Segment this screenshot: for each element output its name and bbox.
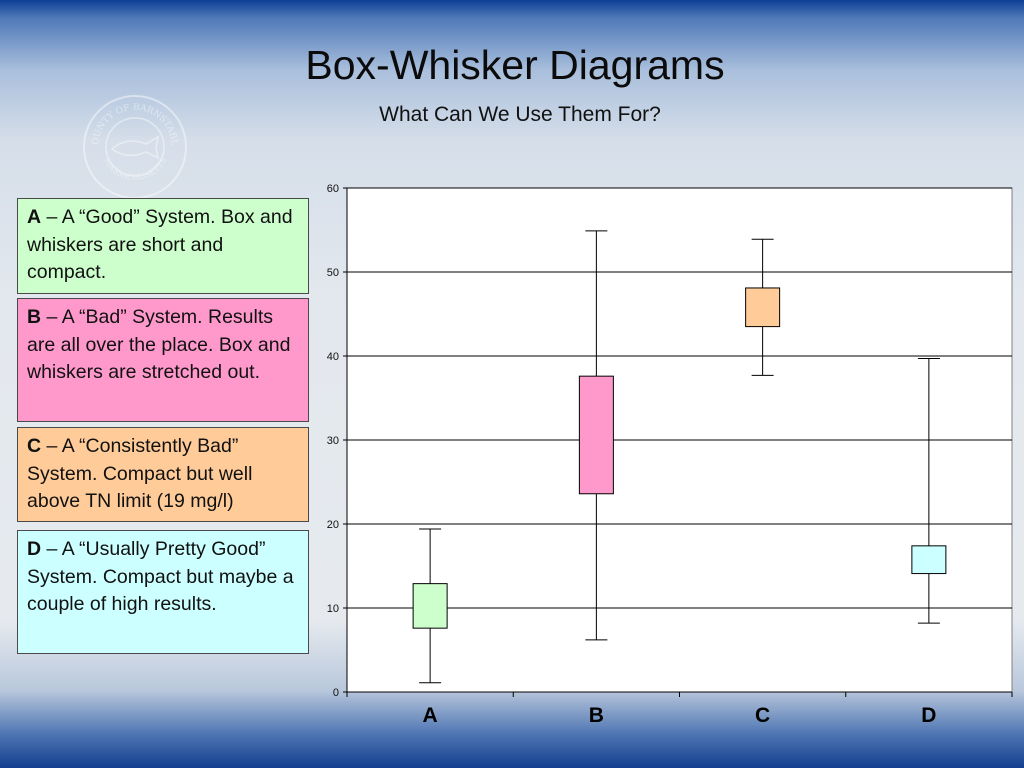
y-tick-label-50: 50 [327,267,339,279]
x-category-label-b: B [589,704,604,727]
slide-subtitle: What Can We Use Them For? [379,103,661,126]
y-tick-label-10: 10 [327,603,339,615]
slide-title: Box-Whisker Diagrams [305,42,725,88]
box-d [911,545,947,575]
note-c: C – A “Consistently Bad” System. Compact… [17,427,309,522]
box-b [578,375,614,495]
note-b-text: – A “Bad” System. Results are all over t… [27,306,291,383]
y-tick-label-40: 40 [327,351,339,363]
x-category-label-a: A [423,704,438,727]
x-category-label-d: D [921,704,936,727]
note-b-letter: B [27,306,42,328]
note-c-letter: C [27,435,42,457]
box-c [745,287,781,328]
y-tick-label-60: 60 [327,183,339,195]
county-seal-logo: COUNTY OF BARNSTABLE MASSACHUSETTS [82,94,187,199]
note-b: B – A “Bad” System. Results are all over… [17,298,309,422]
x-category-label-c: C [755,704,770,727]
y-tick-label-20: 20 [327,519,339,531]
fish-icon [110,135,160,160]
y-tick-label-30: 30 [327,435,339,447]
note-d-letter: D [27,538,42,560]
note-d: D – A “Usually Pretty Good” System. Comp… [17,530,309,654]
box-a [412,583,448,629]
note-a-text: – A “Good” System. Box and whiskers are … [27,206,293,283]
note-d-text: – A “Usually Pretty Good” System. Compac… [27,538,294,615]
note-a-letter: A [27,206,42,228]
y-tick-label-0: 0 [333,687,339,699]
note-c-text: – A “Consistently Bad” System. Compact b… [27,435,253,512]
note-a: A – A “Good” System. Box and whiskers ar… [17,198,309,294]
